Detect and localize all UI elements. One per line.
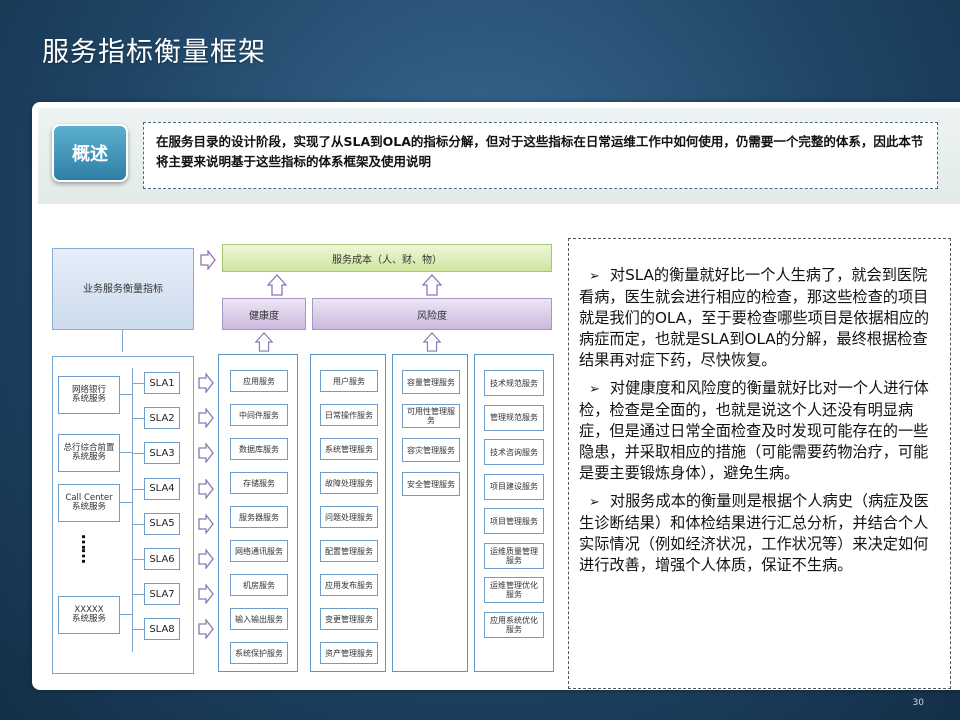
service-item: 项目建设服务 xyxy=(484,473,544,500)
service-item: 应用系统优化服务 xyxy=(484,611,544,638)
service-item: 系统保护服务 xyxy=(230,642,288,664)
service-item: 机房服务 xyxy=(230,574,288,596)
service-item: 应用服务 xyxy=(230,370,288,392)
arrow-up-icon xyxy=(422,274,442,296)
service-item: 管理规范服务 xyxy=(484,404,544,431)
page-number: 30 xyxy=(912,698,924,708)
arrow-right-icon xyxy=(198,584,214,605)
arrow-right-icon xyxy=(198,443,214,464)
business-service-box: 网络银行 系统服务 xyxy=(58,376,120,414)
arrow-bullet-icon: ➢ xyxy=(589,495,600,510)
arrow-bullet-icon: ➢ xyxy=(589,269,600,284)
service-cost-bar: 服务成本（人、财、物） xyxy=(222,244,552,272)
arrow-right-icon xyxy=(198,513,214,534)
service-item: 配置管理服务 xyxy=(320,540,378,562)
service-item: 故障处理服务 xyxy=(320,472,378,494)
service-item: 数据库服务 xyxy=(230,438,288,460)
service-item: 变更管理服务 xyxy=(320,608,378,630)
sla-box: SLA4 xyxy=(144,477,180,500)
arrow-right-icon xyxy=(198,549,214,569)
business-service-box: 总行综合前置 系统服务 xyxy=(58,434,120,472)
arrow-bullet-icon: ➢ xyxy=(589,382,600,397)
health-header: 健康度 xyxy=(222,298,306,330)
service-item: 项目管理服务 xyxy=(484,508,544,534)
service-item: 服务器服务 xyxy=(230,506,288,528)
service-item: 运维质量管理服务 xyxy=(484,542,544,569)
arrow-up-icon xyxy=(267,274,287,296)
service-item: 可用性管理服务 xyxy=(402,404,460,428)
arrow-right-icon xyxy=(198,619,214,640)
service-item: 中间件服务 xyxy=(230,404,288,426)
service-item: 存储服务 xyxy=(230,472,288,494)
business-service-box: Call Center 系统服务 xyxy=(58,484,120,522)
explanation-box: ➢对SLA的衡量就好比一个人生病了，就会到医院看病，医生就会进行相应的检查，那这… xyxy=(568,238,951,689)
explanation-paragraph: ➢对SLA的衡量就好比一个人生病了，就会到医院看病，医生就会进行相应的检查，那这… xyxy=(579,266,930,369)
arrow-up-icon xyxy=(254,332,274,352)
service-item: 容量管理服务 xyxy=(402,370,460,394)
service-item: 技术规范服务 xyxy=(484,370,544,396)
sla-box: SLA2 xyxy=(144,407,180,430)
slide-title: 服务指标衡量框架 xyxy=(42,37,266,68)
risk-column-2 xyxy=(392,354,468,672)
service-item: 网络通讯服务 xyxy=(230,540,288,562)
overview-text: 在服务目录的设计阶段，实现了从SLA到OLA的指标分解，但对于这些指标在日常运维… xyxy=(143,122,938,189)
service-item: 安全管理服务 xyxy=(402,472,460,496)
service-item: 应用发布服务 xyxy=(320,574,378,596)
framework-diagram: 业务服务衡量指标 服务成本（人、财、物） 健康度 风险度 网络银行 系统服务 总… xyxy=(52,238,557,680)
service-item: 资产管理服务 xyxy=(320,642,378,664)
business-service-box: XXXXX 系统服务 xyxy=(58,596,120,634)
arrow-right-icon xyxy=(198,408,214,429)
service-item: 问题处理服务 xyxy=(320,506,378,528)
service-item: 日常操作服务 xyxy=(320,404,378,426)
service-item: 系统管理服务 xyxy=(320,438,378,460)
service-item: 容灾管理服务 xyxy=(402,438,460,462)
business-metrics-box: 业务服务衡量指标 xyxy=(52,248,194,330)
sla-box: SLA6 xyxy=(144,548,180,570)
service-item: 输入输出服务 xyxy=(230,608,288,630)
arrow-right-icon xyxy=(200,250,216,270)
overview-badge: 概述 xyxy=(52,124,128,182)
explanation-paragraph: ➢对服务成本的衡量则是根据个人病史（病症及医生诊断结果）和体检结果进行汇总分析，… xyxy=(579,492,929,574)
arrow-up-icon xyxy=(422,332,442,352)
service-item: 用户服务 xyxy=(320,370,378,392)
risk-header: 风险度 xyxy=(312,298,552,330)
service-item: 技术咨询服务 xyxy=(484,439,544,465)
sla-box: SLA5 xyxy=(144,512,180,535)
sla-box: SLA1 xyxy=(144,372,180,394)
arrow-right-icon xyxy=(198,373,214,393)
ellipsis: …… xyxy=(78,534,97,562)
explanation-paragraph: ➢对健康度和风险度的衡量就好比对一个人进行体检，检查是全面的，也就是说这个人还没… xyxy=(579,379,929,482)
sla-box: SLA8 xyxy=(144,618,180,641)
service-item: 运维管理优化服务 xyxy=(484,577,544,603)
arrow-right-icon xyxy=(198,478,214,499)
sla-box: SLA3 xyxy=(144,442,180,465)
sla-box: SLA7 xyxy=(144,583,180,606)
